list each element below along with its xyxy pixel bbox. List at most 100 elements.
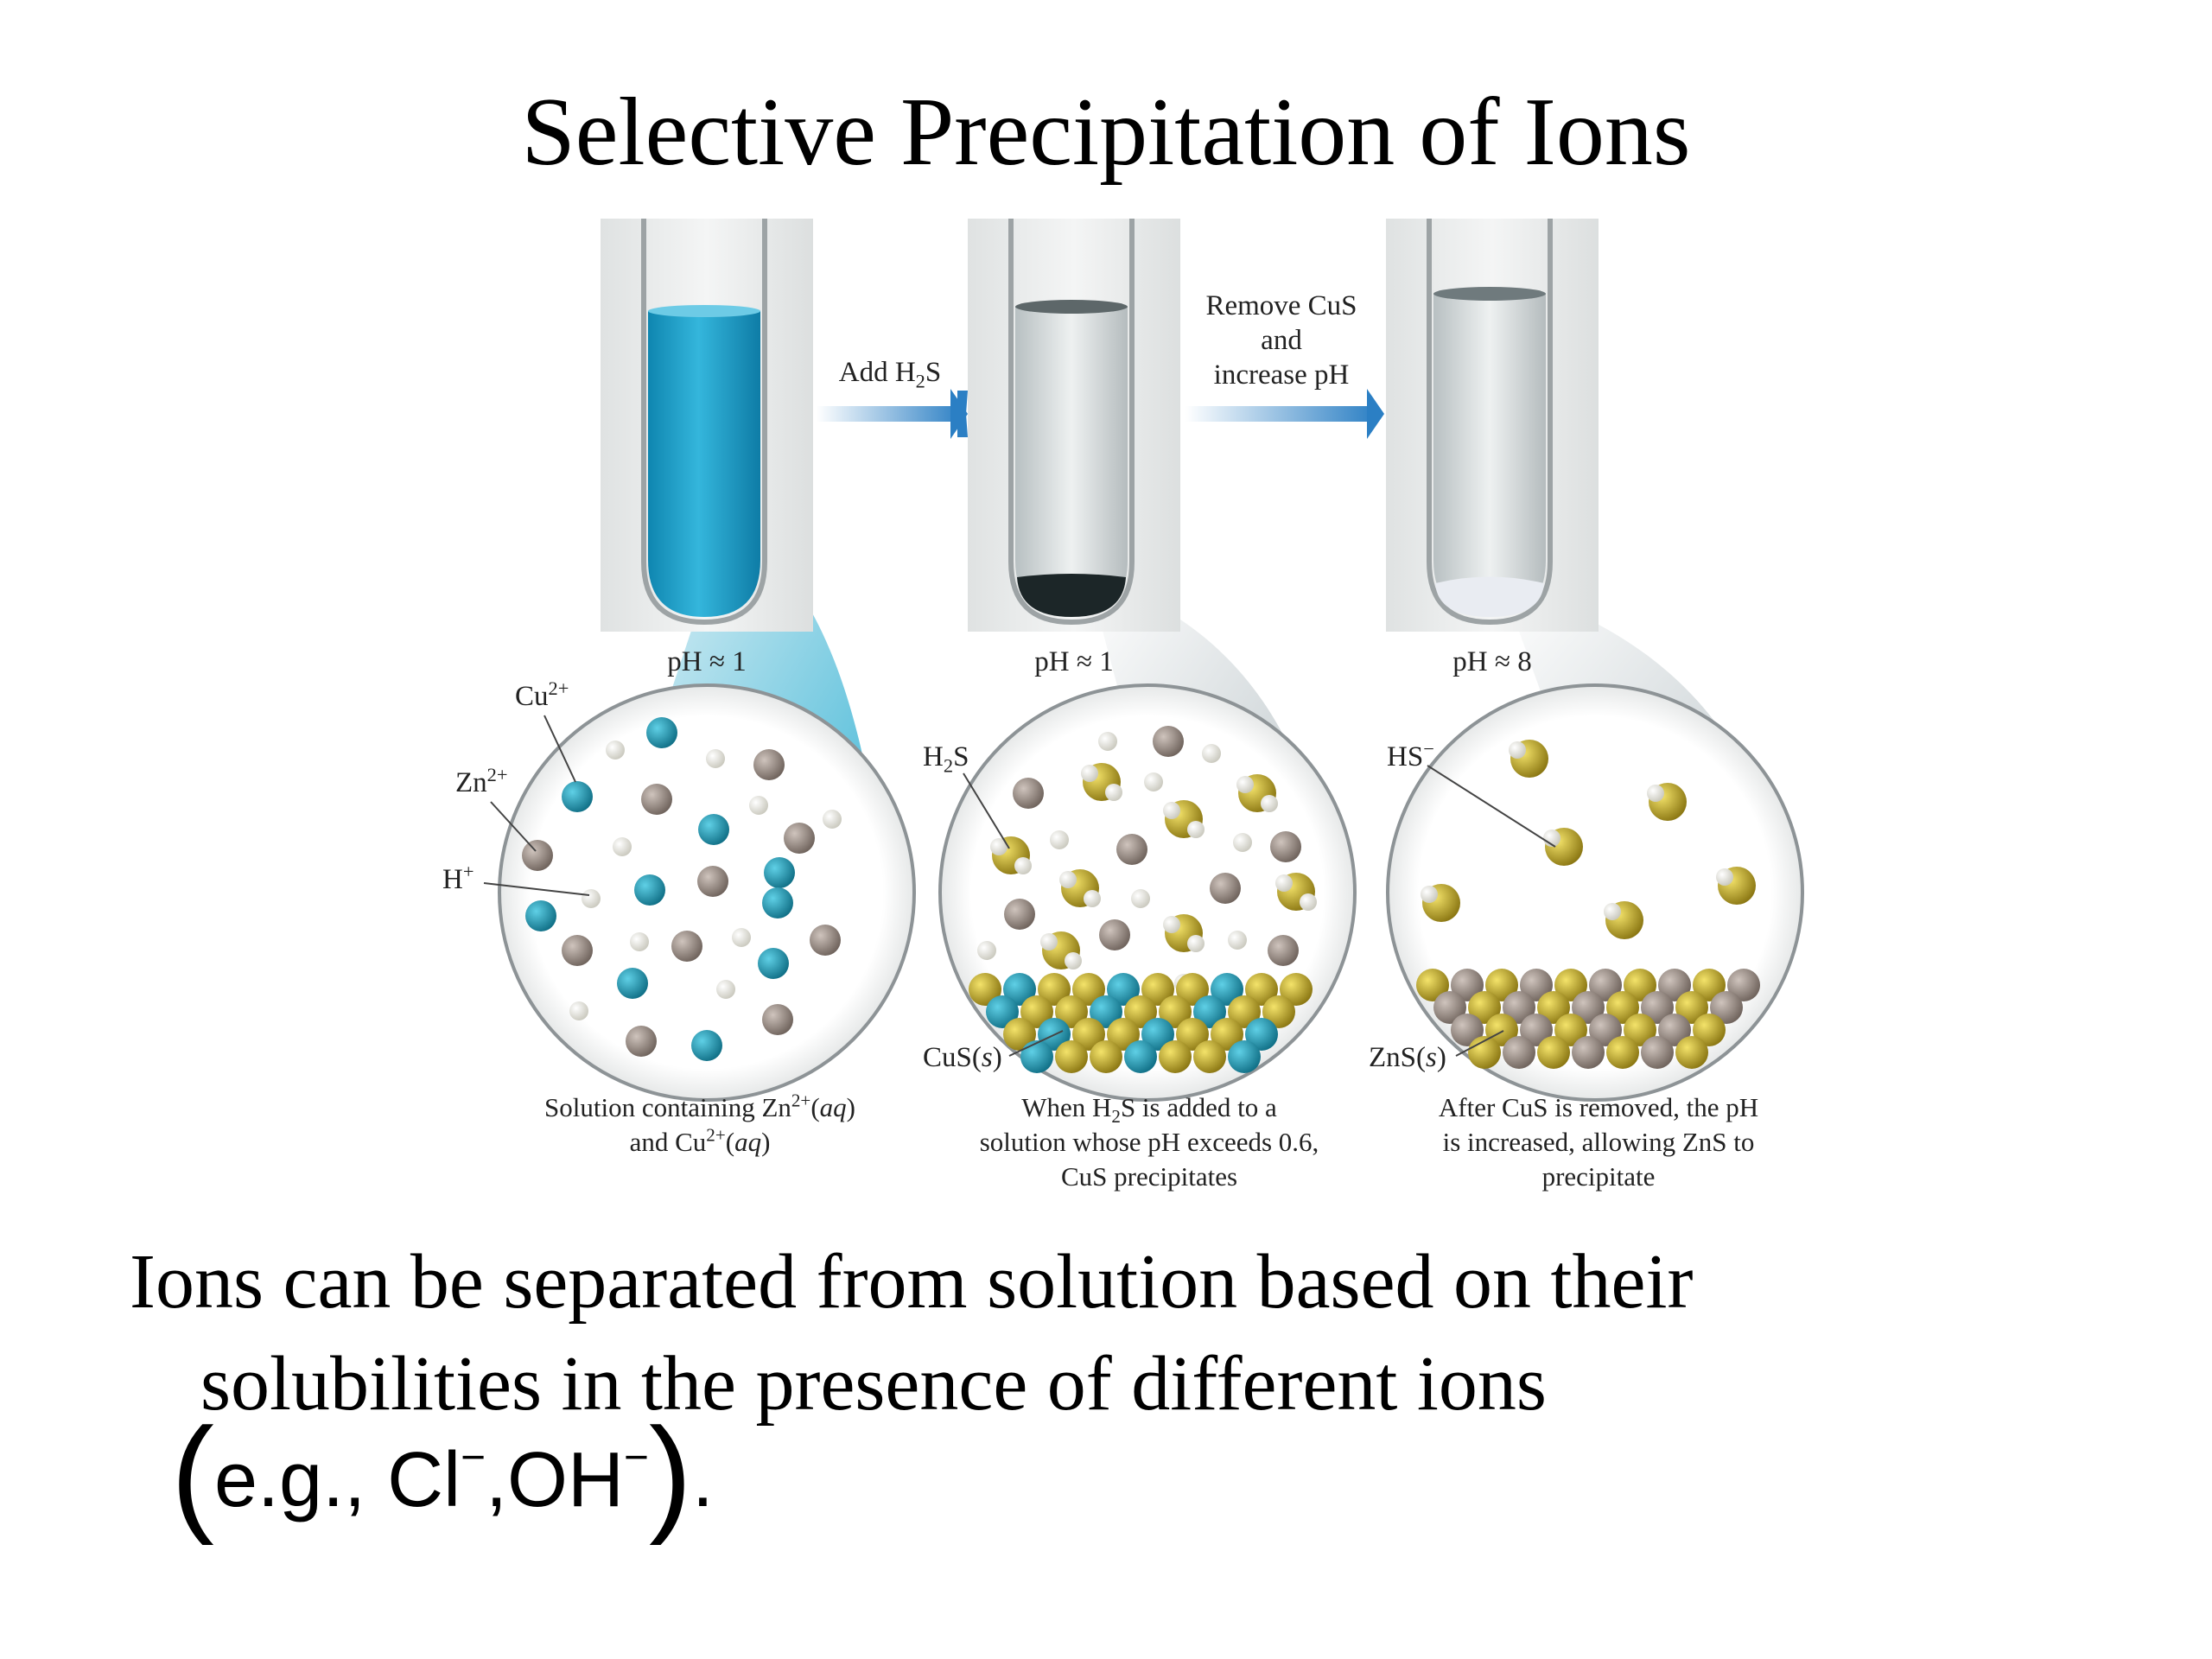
zns-lattice-particle (1433, 991, 1466, 1024)
h-ion (630, 932, 649, 951)
h-ion (1202, 744, 1221, 763)
cus-lattice-particle (1211, 1018, 1243, 1051)
zn-ion (641, 784, 672, 815)
h2s-molecule-h (1081, 765, 1098, 782)
arrow1-label: Add H2S (838, 357, 942, 392)
cus-lattice-particle (1228, 995, 1261, 1028)
cus-lattice-particle (1072, 973, 1105, 1006)
zns-lattice-particle (1675, 1036, 1708, 1069)
cus-lattice-particle (1159, 995, 1192, 1028)
cus-lattice-particle (1090, 1040, 1122, 1073)
cus-lattice-particle (1245, 1018, 1278, 1051)
zns-lattice-particle (1641, 1036, 1674, 1069)
zns-lattice-particle (1537, 1036, 1570, 1069)
h2s-molecule-h (1163, 802, 1180, 819)
zns-lattice-particle (1589, 1014, 1622, 1046)
h2s-molecule-h (1065, 952, 1082, 969)
h2s-molecule-h (1300, 893, 1317, 911)
hs-ion-h (1509, 741, 1526, 759)
cus-lattice-particle (1124, 995, 1157, 1028)
cus-lattice-particle (1211, 973, 1243, 1006)
h2s-molecule-h (1059, 871, 1077, 888)
cus-lattice-particle (1003, 973, 1036, 1006)
zn-ion (753, 749, 785, 780)
cu-ion (762, 887, 793, 918)
cus-lattice-particle (1055, 995, 1088, 1028)
ph-label-1: pH ≈ 1 (667, 646, 747, 677)
cus-lattice-particle (1228, 1040, 1261, 1073)
body-line-2: solubilities in the presence of differen… (200, 1341, 1547, 1427)
zn-ion (810, 925, 841, 956)
test-tube-3 (1427, 219, 1553, 626)
zns-lattice-particle (1727, 969, 1760, 1001)
cus-lattice-particle (1159, 1040, 1192, 1073)
cus-lattice-particle (1280, 973, 1313, 1006)
arrow2-label: Remove CuS and increase pH (1205, 290, 1357, 391)
zns-lattice-particle (1624, 969, 1656, 1001)
zn-ion (784, 823, 815, 854)
h-ion (1050, 830, 1069, 849)
body-line-1: Ions can be separated from solution base… (130, 1239, 1694, 1325)
cus-lattice-particle (1003, 1018, 1036, 1051)
h-ion (1131, 889, 1150, 908)
caption-1: Solution containing Zn2+(aq) and Cu2+(aq… (544, 1090, 855, 1157)
zns-lattice-particle (1416, 969, 1449, 1001)
h2s-molecule-h (1084, 890, 1101, 907)
example-formula: (e.g., Cl−,OH−). (171, 1401, 714, 1546)
zn-ion (522, 840, 553, 871)
cu-ion (691, 1030, 722, 1061)
close-paren: ) (648, 1401, 692, 1546)
zns-lattice-particle (1520, 1014, 1553, 1046)
h2s-molecule-h (1275, 874, 1293, 892)
zn-ion (1270, 831, 1301, 862)
zn-ion (1268, 935, 1299, 966)
h-ion (977, 941, 996, 960)
cus-lattice-particle (1141, 973, 1174, 1006)
hs-ion-label: HS− (1387, 738, 1434, 772)
h-ion-label: H+ (442, 861, 474, 895)
zns-lattice-particle (1485, 1014, 1518, 1046)
ph-label-2: pH ≈ 1 (1034, 646, 1114, 677)
zns-lattice-particle (1675, 991, 1708, 1024)
h-ion (823, 810, 842, 829)
zns-lattice-particle (1468, 991, 1501, 1024)
zns-lattice-particle (1537, 991, 1570, 1024)
h-ion (1233, 833, 1252, 852)
cus-lattice-particle (986, 995, 1019, 1028)
cus-lattice-particle (1262, 995, 1295, 1028)
zn-ion (626, 1026, 657, 1057)
cus-lattice-particle (1020, 1040, 1053, 1073)
h-ion (716, 980, 735, 999)
zn-ion (562, 935, 593, 966)
zns-lattice-particle (1693, 969, 1726, 1001)
h2s-molecule-h (1236, 776, 1254, 793)
cus-lattice-particle (1193, 995, 1226, 1028)
zns-lattice-particle (1554, 969, 1587, 1001)
cus-lattice-particle (1090, 995, 1122, 1028)
slide-title: Selective Precipitation of Ions (521, 79, 1691, 186)
h-ion (569, 1001, 588, 1020)
h2s-molecule-h (1187, 935, 1205, 952)
zns-lattice-particle (1658, 969, 1691, 1001)
hs-ion-h (1604, 903, 1621, 920)
cus-solid-label: CuS(s) (923, 1042, 1002, 1073)
zn-ion (1116, 834, 1147, 865)
zns-lattice-particle (1606, 991, 1639, 1024)
cus-lattice-particle (1072, 1018, 1105, 1051)
h-ion (606, 741, 625, 760)
caption-3: After CuS is removed, the pH is increase… (1438, 1092, 1759, 1192)
zns-lattice-particle (1624, 1014, 1656, 1046)
h2s-molecule-h (990, 838, 1007, 855)
particles (522, 717, 1760, 1073)
zn-ion (671, 931, 702, 962)
hs-ion-h (1647, 785, 1664, 802)
zns-lattice-particle (1710, 991, 1743, 1024)
zns-lattice-particle (1606, 1036, 1639, 1069)
zn-ion (1004, 899, 1035, 930)
cus-lattice-particle (1020, 995, 1053, 1028)
h2s-molecule-h (1163, 916, 1180, 933)
zns-lattice-particle (1658, 1014, 1691, 1046)
hs-ion-h (1716, 868, 1733, 886)
cu-ion (764, 857, 795, 888)
cus-lattice-particle (969, 973, 1001, 1006)
